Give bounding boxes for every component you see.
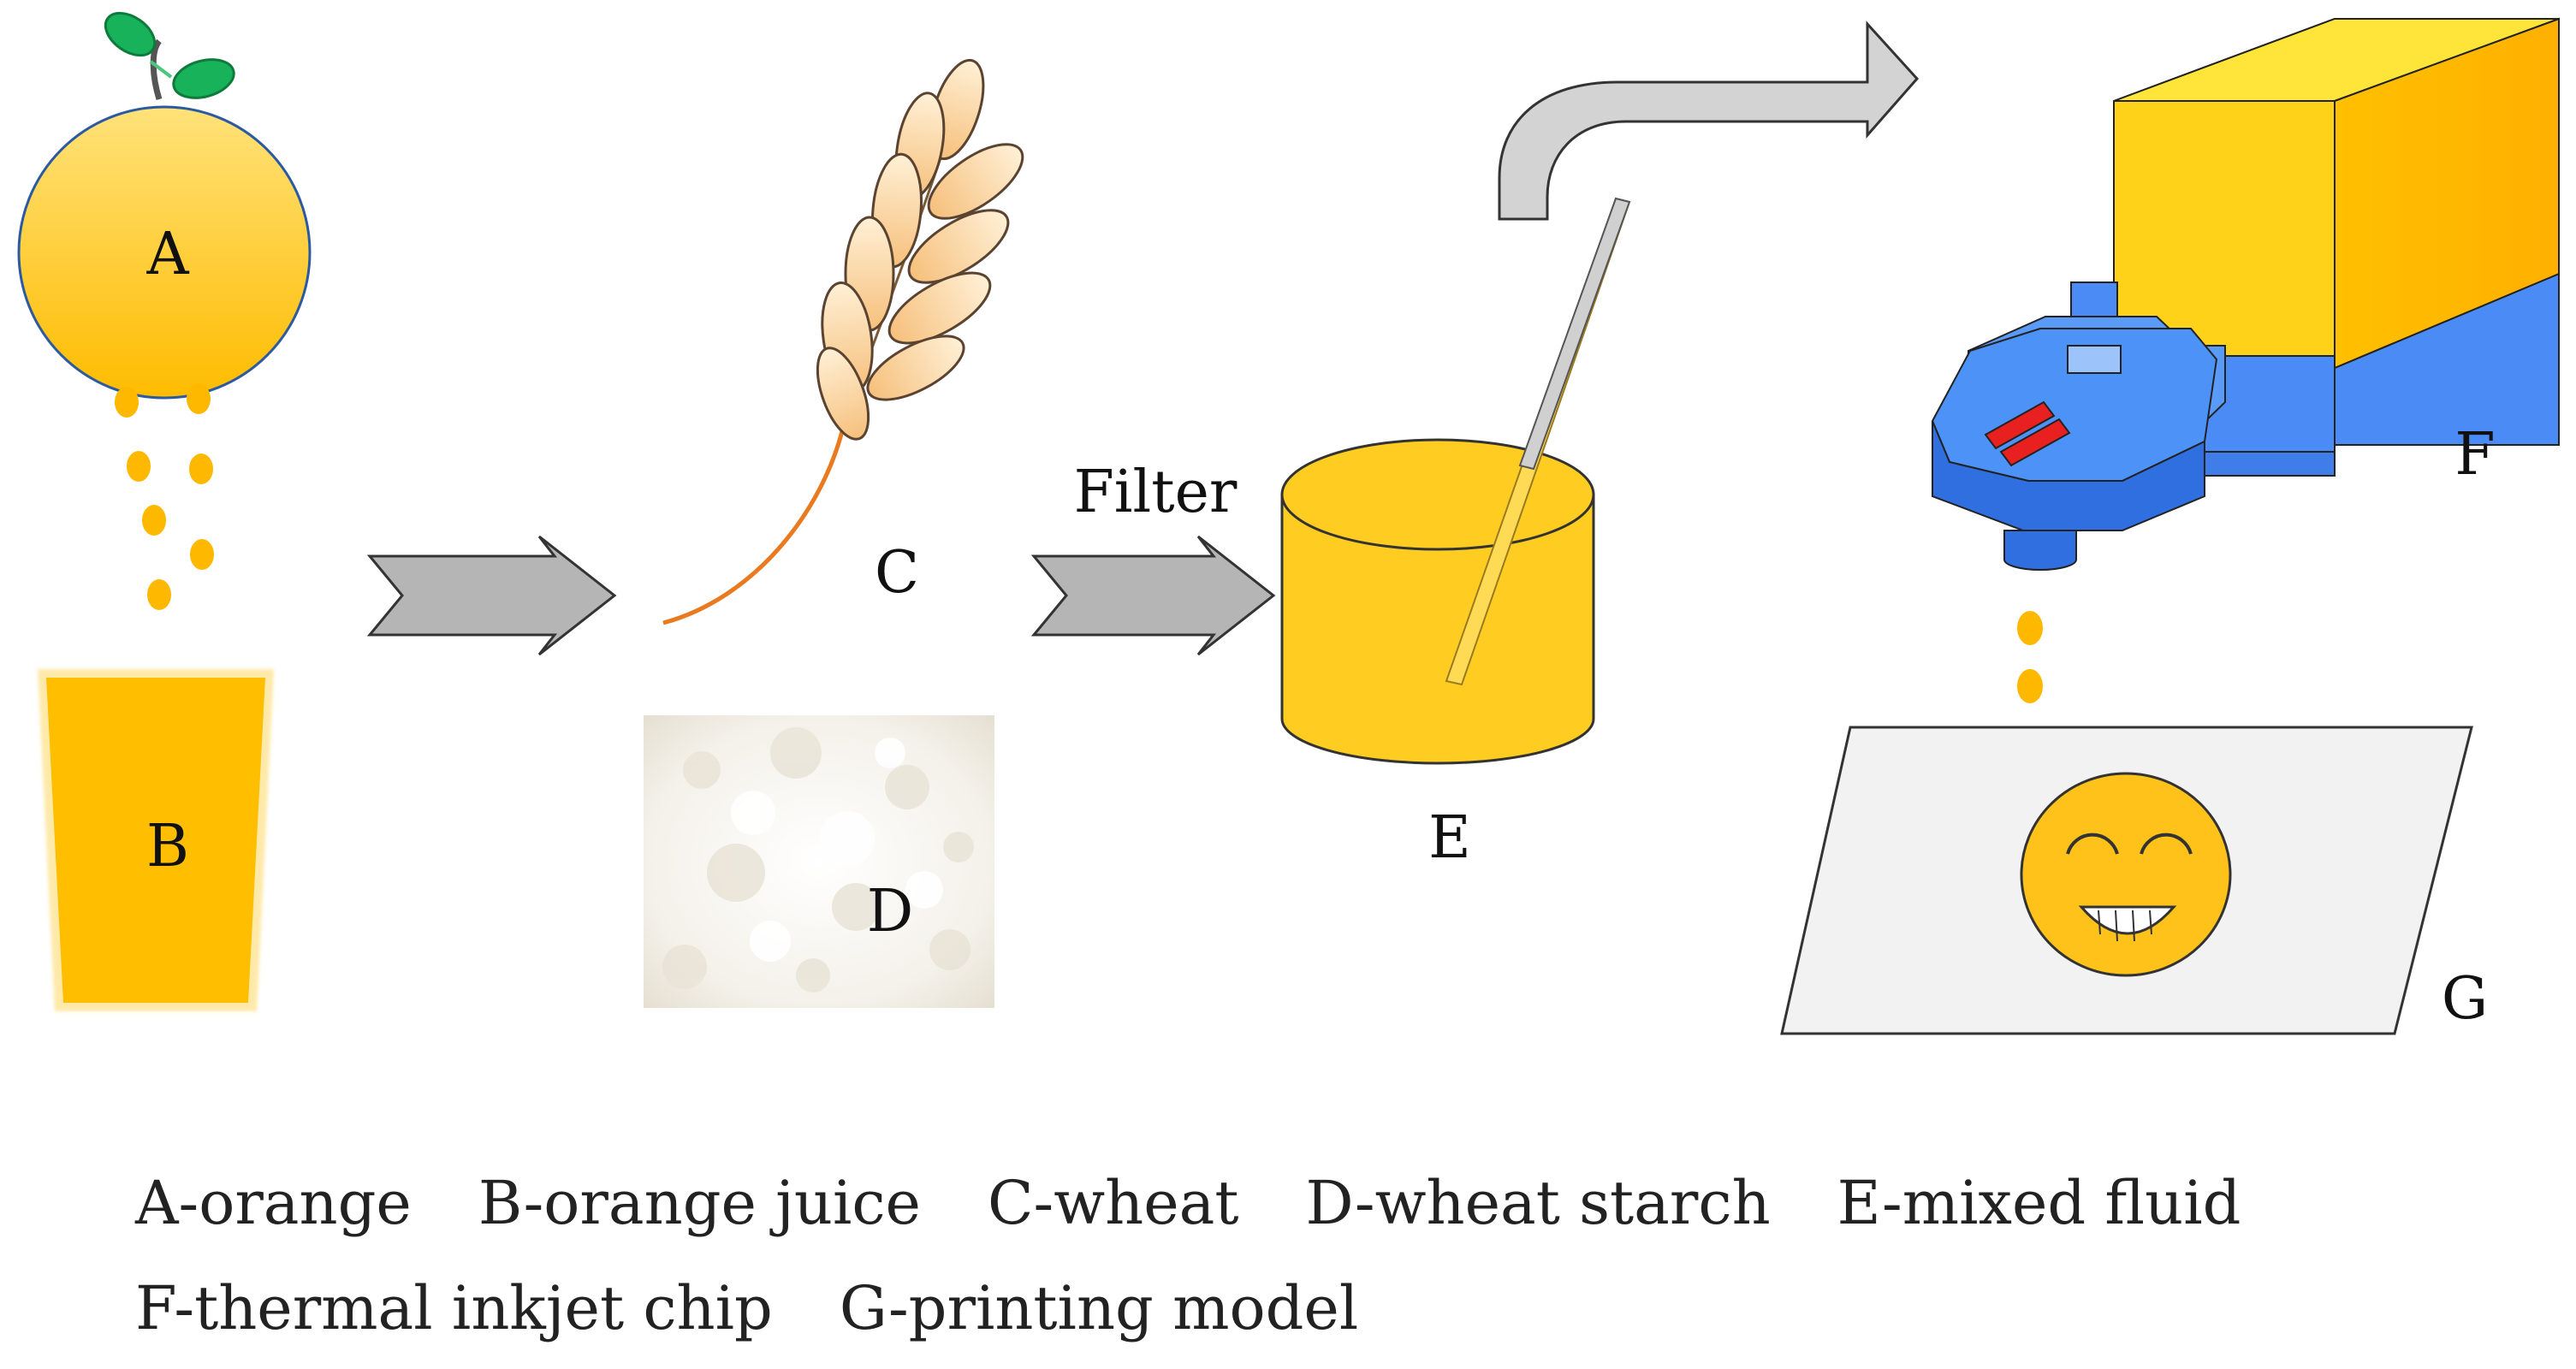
juice-glass-icon [38, 669, 274, 1011]
label-filter: Filter [1074, 459, 1238, 526]
chip-nozzle [2003, 530, 2077, 571]
legend-item: A-orange [135, 1168, 412, 1238]
drop [142, 505, 166, 536]
label-d: D [867, 878, 914, 945]
drop [2017, 611, 2043, 645]
smiley-eye [2066, 833, 2119, 855]
drop [147, 579, 171, 610]
label-e: E [1428, 804, 1471, 872]
legend-item: E-mixed fluid [1837, 1168, 2241, 1238]
orange-leaf-right [172, 58, 235, 99]
drop [115, 387, 139, 418]
ink-box-side [2334, 17, 2560, 370]
juice-drops [115, 383, 214, 610]
drop [187, 383, 211, 414]
orange-leaf-left [104, 11, 157, 57]
legend-line-2: F-thermal inkjet chip G-printing model [135, 1273, 1425, 1343]
wheat-stem [662, 427, 846, 625]
glass-juice [46, 678, 265, 1003]
orange-body [17, 105, 312, 400]
label-g: G [2442, 965, 2488, 1033]
wheat-grain [927, 143, 1024, 220]
printing-drops [2017, 611, 2043, 703]
drop [189, 453, 213, 484]
drop [127, 451, 151, 482]
inkjet-chip-icon [1931, 17, 2560, 571]
curved-arrow-icon [1498, 21, 1920, 221]
filter-arrow-icon [1030, 535, 1276, 656]
arrow-right-icon [366, 535, 617, 656]
chip-head-side [1932, 420, 2205, 531]
wheat-grain [816, 347, 870, 441]
legend-item: G-printing model [839, 1273, 1359, 1343]
orange-fruit-icon [17, 11, 312, 400]
smiley-face-icon [2020, 772, 2232, 977]
smiley-eye [2140, 833, 2193, 855]
label-b: B [146, 813, 189, 880]
beaker-body [1280, 493, 1595, 765]
beaker-icon [1280, 197, 1631, 765]
label-c: C [875, 539, 919, 607]
legend-item: F-thermal inkjet chip [135, 1273, 773, 1343]
wheat-grain [887, 271, 992, 345]
legend-item: B-orange juice [478, 1168, 921, 1238]
drop [190, 539, 214, 570]
legend-line-1: A-orange B-orange juice C-wheat D-wheat sta… [135, 1168, 2307, 1238]
wheat-grain [866, 335, 965, 401]
stirring-rod-icon [1518, 197, 1631, 471]
printing-model-icon [1780, 726, 2473, 1035]
beaker-top [1280, 438, 1595, 551]
orange-leaf-stem [149, 60, 173, 79]
nozzle-strip-icon [1984, 400, 2056, 450]
wheat-ear-icon [662, 58, 1024, 625]
label-a: A [145, 221, 189, 288]
legend-item: D-wheat starch [1305, 1168, 1771, 1238]
orange-stem [150, 39, 163, 101]
drop [2017, 669, 2043, 703]
starch-powder-image [644, 715, 994, 1008]
legend-item: C-wheat [987, 1168, 1239, 1238]
label-f: F [2454, 421, 2495, 489]
nozzle-strip-icon [1999, 418, 2071, 467]
wheat-grain [907, 209, 1010, 284]
